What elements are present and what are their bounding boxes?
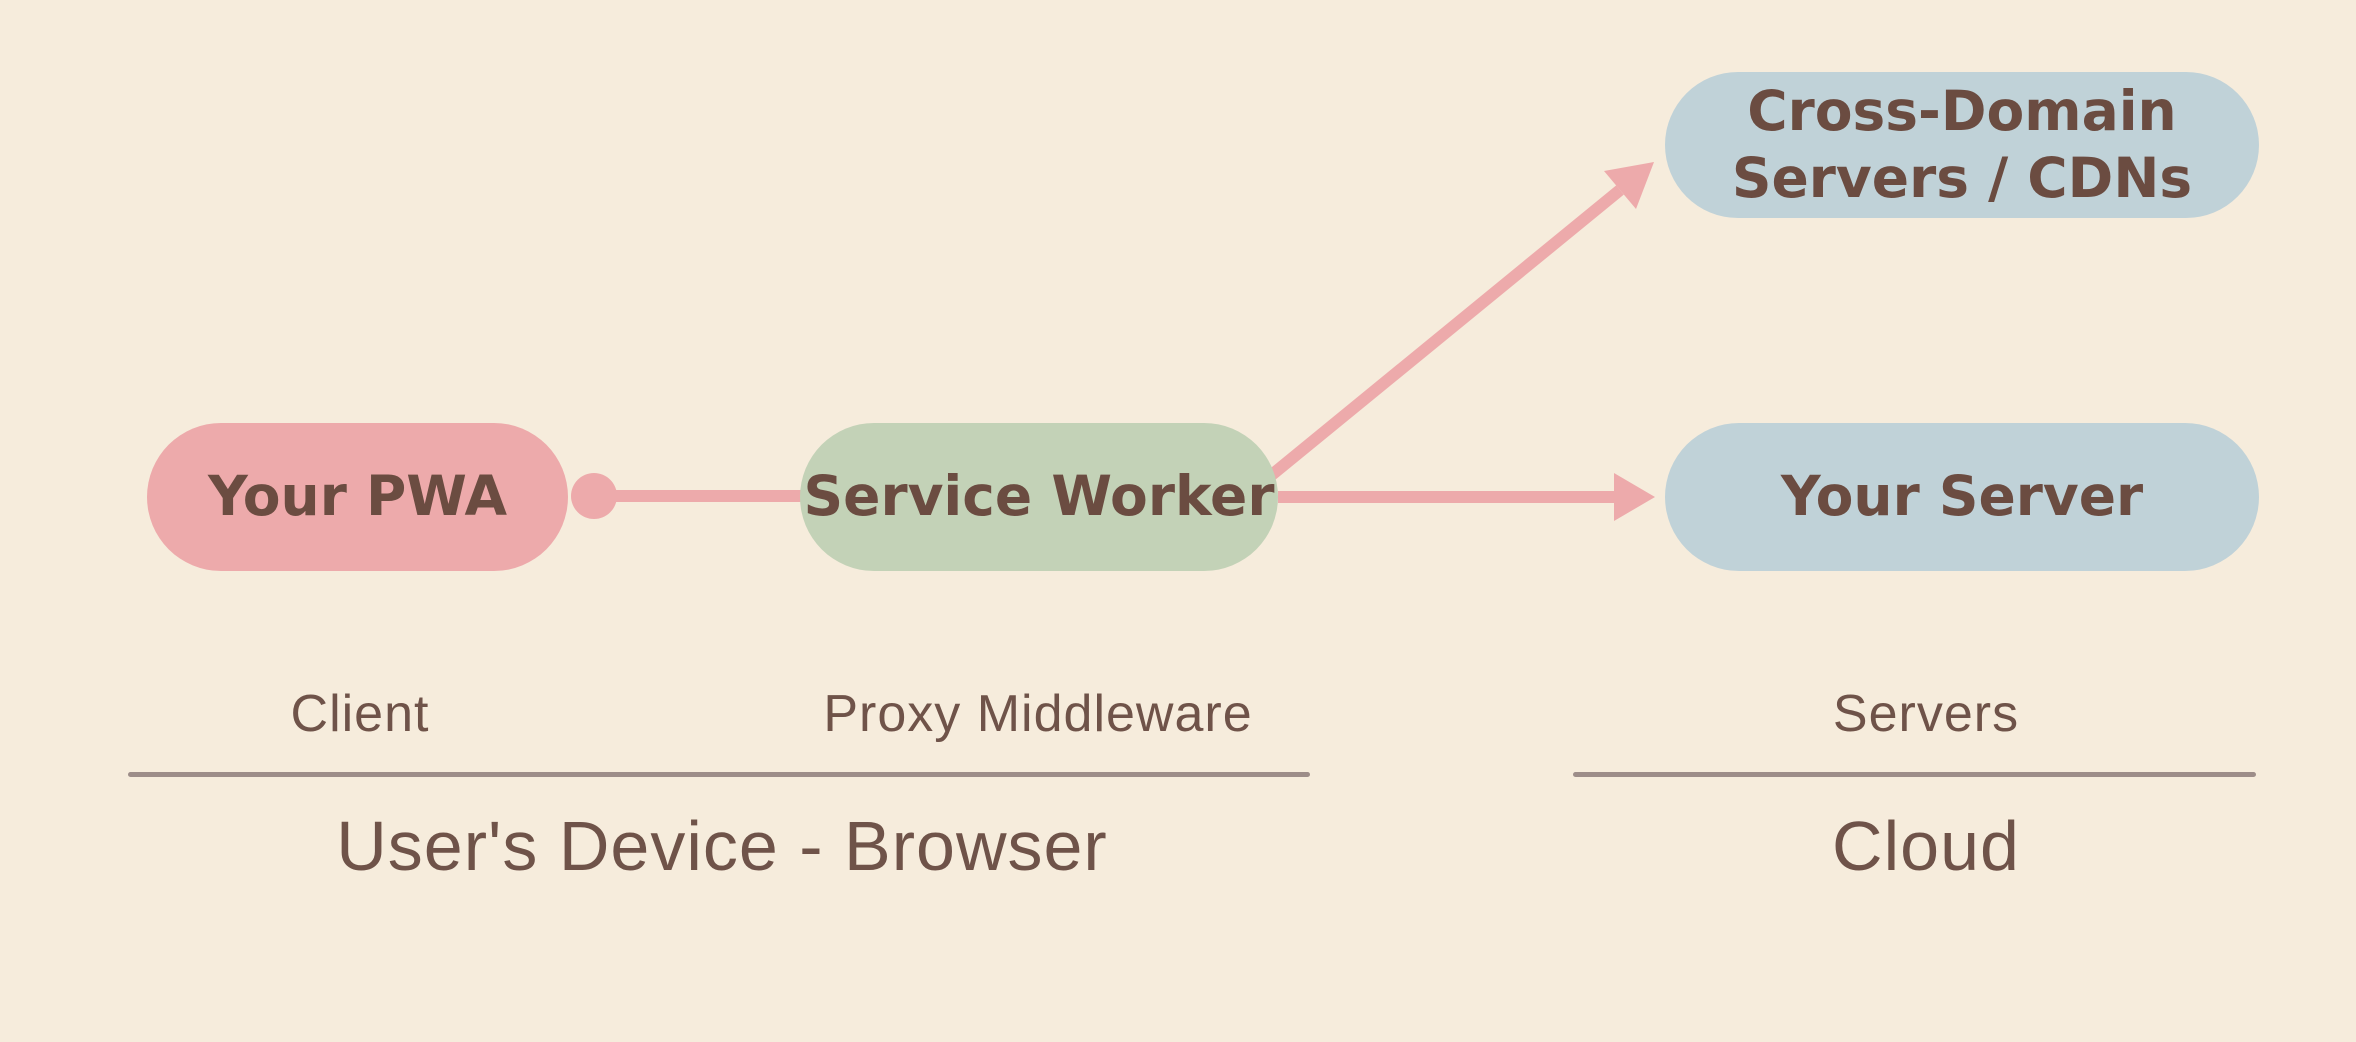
group-label-users-device: User's Device - Browser <box>336 807 1108 885</box>
tier-label-proxy-middleware: Proxy Middleware <box>823 685 1253 743</box>
service-worker-to-cdn-arrowhead-icon <box>1604 162 1654 209</box>
node-your-server: Your Server <box>1665 423 2259 571</box>
group-label-cloud: Cloud <box>1832 807 2020 885</box>
node-cross-domain-servers-label: Cross-Domain Servers / CDNs <box>1731 78 2193 210</box>
node-service-worker: Service Worker <box>800 423 1278 571</box>
service-worker-to-cdn-line <box>1264 185 1624 483</box>
node-service-worker-label: Service Worker <box>803 464 1275 529</box>
cloud-group-divider <box>1573 772 2256 777</box>
node-your-pwa: Your PWA <box>147 423 568 571</box>
node-your-server-label: Your Server <box>1780 464 2144 529</box>
service-worker-to-server-arrowhead-icon <box>1614 473 1655 521</box>
tier-label-client: Client <box>290 685 430 743</box>
device-group-divider <box>128 772 1310 777</box>
node-your-pwa-label: Your PWA <box>207 464 508 529</box>
tier-label-servers: Servers <box>1832 685 2020 743</box>
node-cross-domain-servers: Cross-Domain Servers / CDNs <box>1665 72 2259 218</box>
